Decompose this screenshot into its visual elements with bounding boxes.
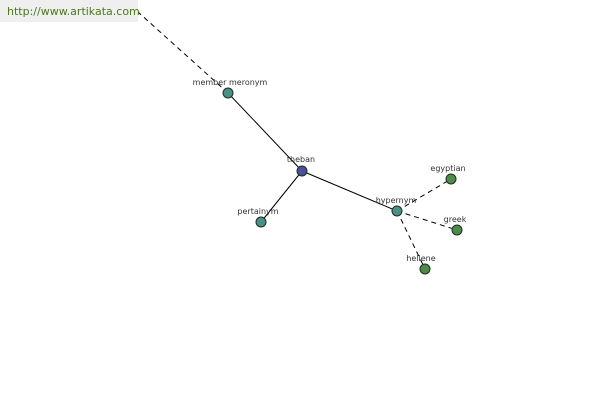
node-label-hellene: hellene	[406, 254, 435, 263]
node-egyptian[interactable]: egyptian	[430, 164, 466, 185]
watermark-banner: http://www.artikata.com	[0, 0, 140, 22]
node-theban[interactable]: theban	[287, 155, 315, 177]
node-dot-greek[interactable]	[451, 224, 463, 236]
node-hypernym[interactable]: hypernym	[376, 196, 417, 217]
node-label-pertainym: pertainym	[237, 207, 278, 216]
node-dot-pertainym[interactable]	[255, 216, 267, 228]
node-label-member-meronym: member meronym	[193, 78, 268, 87]
node-dot-theban[interactable]	[296, 165, 308, 177]
node-label-hypernym: hypernym	[376, 196, 417, 205]
edge-hypernym-egyptian	[396, 178, 452, 212]
edge-theban-hypernym	[301, 170, 398, 212]
node-greek[interactable]: greek	[444, 215, 467, 236]
watermark-url[interactable]: http://www.artikata.com	[7, 5, 140, 18]
node-label-greek: greek	[444, 215, 467, 224]
node-dot-hellene[interactable]	[419, 263, 431, 275]
node-pertainym[interactable]: pertainym	[237, 207, 279, 228]
edge-theban-member-meronym	[227, 92, 303, 172]
edge-hypernym-greek	[396, 210, 458, 231]
node-dot-hypernym[interactable]	[391, 205, 403, 217]
edges-layer	[137, 11, 458, 270]
node-label-theban: theban	[287, 155, 315, 164]
edge-member-meronym-offscreen	[137, 11, 229, 94]
node-dot-egyptian[interactable]	[445, 173, 457, 185]
node-member-meronym[interactable]: member meronym	[193, 78, 268, 99]
node-dot-member-meronym[interactable]	[222, 87, 234, 99]
node-hellene[interactable]: hellene	[406, 254, 436, 275]
edge-hypernym-hellene	[396, 210, 426, 270]
node-label-egyptian: egyptian	[430, 164, 465, 173]
nodes-layer: theban member meronym pertainym hypernym egy…	[193, 78, 467, 275]
edge-theban-pertainym	[260, 170, 303, 223]
